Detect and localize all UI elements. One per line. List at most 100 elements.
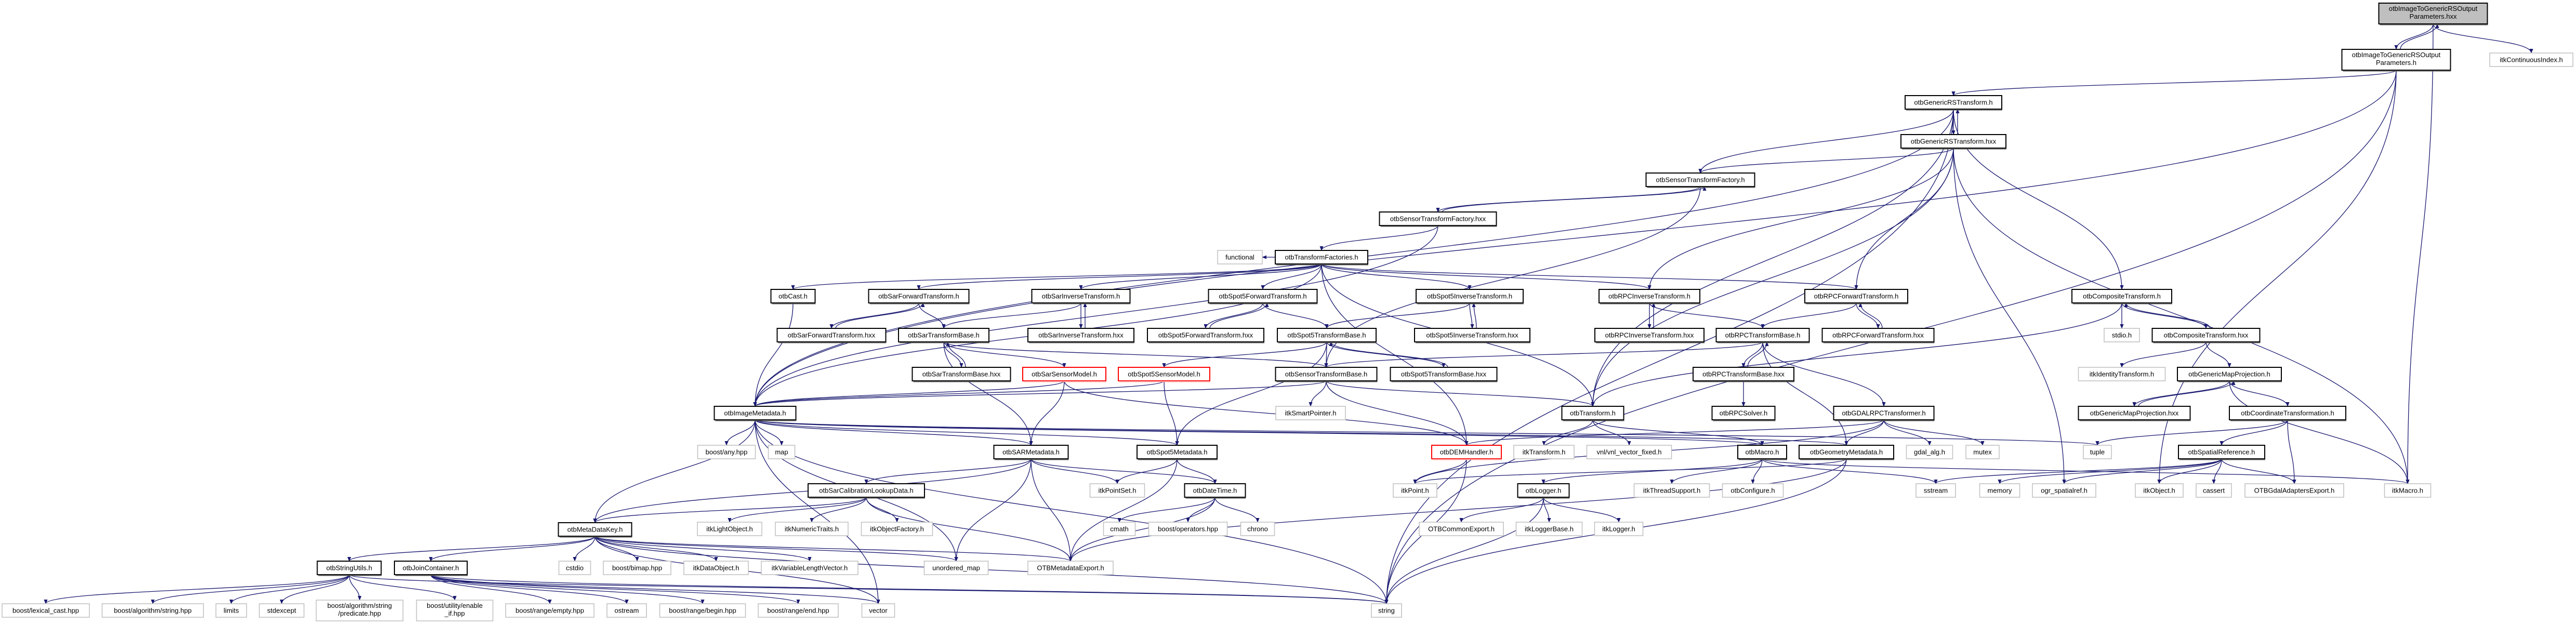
node-label: otbSarForwardTransform.h (878, 293, 959, 300)
edge-otbsensortransformfactory-hxx-to-otbtransformfactories-h (1319, 225, 1438, 251)
node-otbsartransformbase-h[interactable]: otbSarTransformBase.h (898, 328, 989, 343)
node-otbjoincontainer-h[interactable]: otbJoinContainer.h (394, 561, 468, 576)
node-otbsensortransformbase-h[interactable]: otbSensorTransformBase.h (1275, 367, 1378, 382)
node-otbspatialreference-h[interactable]: otbSpatialReference.h (2178, 445, 2265, 460)
node-itkpoint-h: itkPoint.h (1393, 483, 1437, 498)
node-otbspot5sensormodel-h[interactable]: otbSpot5SensorModel.h (1118, 367, 1210, 382)
node-label: /predicate.hpp (338, 609, 381, 617)
node-box (808, 483, 925, 498)
node-box (1371, 603, 1402, 618)
node-otbspot5inversetransform-h[interactable]: otbSpot5InverseTransform.h (1416, 289, 1524, 304)
node-label: otbRPCTransformBase.h (1725, 331, 1801, 339)
node-otbtransformfactories-h[interactable]: otbTransformFactories.h (1275, 250, 1368, 265)
node-otbcompositetransform-h[interactable]: otbCompositeTransform.h (2071, 289, 2172, 304)
node-box (1277, 328, 1377, 342)
edge-otbsartransformbase-h-to-otbsartransformbase-hxx (943, 341, 963, 368)
node-otbtransform-h[interactable]: otbTransform.h (1561, 406, 1624, 421)
node-otbrpctransformbase-hxx[interactable]: otbRPCTransformBase.hxx (1693, 367, 1794, 382)
node-itkloggerbase-h: itkLoggerBase.h (1515, 522, 1583, 536)
node-otbdatetime-h[interactable]: otbDateTime.h (1184, 483, 1246, 499)
node-otbspot5forwardtransform-h[interactable]: otbSpot5ForwardTransform.h (1208, 289, 1318, 304)
node-otbsartransformbase-hxx[interactable]: otbSarTransformBase.hxx (911, 367, 1011, 382)
node-label: chrono (1247, 525, 1268, 533)
node-otblogger-h[interactable]: otbLogger.h (1517, 483, 1570, 499)
node-otbstringutils-h[interactable]: otbStringUtils.h (316, 561, 382, 576)
node-otbrpctransformbase-h[interactable]: otbRPCTransformBase.h (1715, 328, 1810, 343)
node-box (768, 445, 796, 459)
node-otbmacro-h[interactable]: otbMacro.h (1737, 445, 1787, 460)
node-box (1147, 328, 1264, 342)
node-otbsarforwardtransform-hxx[interactable]: otbSarForwardTransform.hxx (776, 328, 887, 343)
node-otbgenericrstransform-hxx[interactable]: otbGenericRSTransform.hxx (1900, 134, 2006, 150)
node-box (2341, 49, 2451, 71)
edge-otbspot5metadata-h-to-itkpointset-h (1115, 458, 1178, 484)
node-label: map (775, 448, 788, 456)
node-label: otbSARMetadata.h (1002, 448, 1060, 456)
node-label: otbSpot5TransformBase.hxx (1401, 370, 1487, 378)
node-otbspot5transformbase-hxx[interactable]: otbSpot5TransformBase.hxx (1390, 367, 1498, 382)
edge-otbcoordinatetransformation-h-to-tuple (2095, 419, 2288, 446)
edge-otbspot5inversetransform-h-to-otbspot5inversetransform-hxx (1469, 302, 1474, 329)
node-box (416, 600, 494, 621)
node-otbspot5metadata-h[interactable]: otbSpot5Metadata.h (1137, 445, 1218, 460)
node-box (2151, 328, 2261, 342)
node-otbsensortransformfactory-h[interactable]: otbSensorTransformFactory.h (1645, 172, 1755, 188)
edge-otbrpctransformbase-h-to-otbsensortransformbase-h (1324, 341, 1763, 368)
node-otbrpcforwardtransform-h[interactable]: otbRPCForwardTransform.h (1804, 289, 1908, 304)
node-box (2083, 445, 2112, 459)
edge-otbmetadatakey-h-to-itkdataobject-h (595, 536, 718, 562)
edge-otbsensortransformfactory-hxx-to-otbimagemetadata-h (753, 225, 1438, 407)
node-otbrpcinversetransform-h[interactable]: otbRPCInverseTransform.h (1599, 289, 1700, 304)
edge-otbmetadatakey-h-to-otbjoincontainer-h (429, 536, 596, 562)
node-otbsarinversetransform-hxx[interactable]: otbSarInverseTransform.hxx (1027, 328, 1134, 343)
node-otbcast-h[interactable]: otbCast.h (770, 289, 816, 304)
node-otbspot5forwardtransform-hxx[interactable]: otbSpot5ForwardTransform.hxx (1147, 328, 1264, 343)
node-otbsensortransformfactory-hxx[interactable]: otbSensorTransformFactory.hxx (1379, 211, 1497, 227)
node-otbgenericmapprojection-h[interactable]: otbGenericMapProjection.h (2177, 367, 2282, 382)
node-label: boost/any.hpp (706, 448, 748, 456)
edge-otbmetadatakey-h-to-otbmetadataexport-h (595, 536, 1073, 562)
edge-otbrpctransformbase-hxx-to-otbrpctransformbase-h (1747, 341, 1769, 368)
node-box (1137, 445, 1218, 459)
node-label: boost/algorithm/string.hpp (114, 607, 192, 615)
node-otbmetadatakey-h[interactable]: otbMetaDataKey.h (558, 522, 632, 538)
node-otbcompositetransform-hxx[interactable]: otbCompositeTransform.hxx (2151, 328, 2261, 343)
node-otbdemhandler-h[interactable]: otbDEMHandler.h (1431, 445, 1502, 460)
node-label: functional (1225, 254, 1254, 261)
node-label: itkContinuousIndex.h (2500, 56, 2562, 64)
node-box (2384, 483, 2432, 498)
edge-otbstringutils-h-to-boost-lexical-cast-hpp (44, 574, 350, 604)
edge-otbtransformfactories-h-to-otbspot5inversetransform-h (1321, 263, 1472, 290)
node-otbsarmetadata-h[interactable]: otbSARMetadata.h (993, 445, 1069, 460)
node-label: itkLoggerBase.h (1525, 525, 1574, 533)
node-otbsarsensormodel-h[interactable]: otbSarSensorModel.h (1022, 367, 1106, 382)
node-map: map (768, 445, 796, 459)
node-otbsarforwardtransform-h[interactable]: otbSarForwardTransform.h (868, 289, 970, 304)
node-label: otbRPCInverseTransform.h (1608, 293, 1690, 300)
node-limits: limits (215, 603, 247, 618)
node-otbimagemetadata-h[interactable]: otbImageMetadata.h (714, 406, 797, 421)
edge-otbtransform-h-to-itktransform-h (1542, 419, 1593, 446)
node-otbspot5transformbase-h[interactable]: otbSpot5TransformBase.h (1277, 328, 1377, 343)
edge-otbstringutils-h-to-boost-algorithm-string-hpp (151, 574, 350, 604)
edge-otbrpctransformbase-h-to-otbrpctransformbase-hxx (1741, 341, 1763, 368)
node-label: otbStringUtils.h (326, 564, 372, 572)
node-otbrpcforwardtransform-hxx[interactable]: otbRPCForwardTransform.hxx (1821, 328, 1935, 343)
node-box (1419, 522, 1504, 536)
node-otbspot5inversetransform-hxx[interactable]: otbSpot5InverseTransform.hxx (1414, 328, 1530, 343)
node-otbgenericmapprojection-hxx[interactable]: otbGenericMapProjection.hxx (2078, 406, 2191, 421)
node-otbrpcinversetransform-hxx[interactable]: otbRPCInverseTransform.hxx (1594, 328, 1705, 343)
node-otbsarinversetransform-h[interactable]: otbSarInverseTransform.h (1031, 289, 1131, 304)
node-otbrpcsolver-h[interactable]: otbRPCSolver.h (1711, 406, 1776, 421)
node-otbgenericrstransform-h[interactable]: otbGenericRSTransform.h (1905, 95, 2002, 111)
node-otbsarcalibrationlookupdata-h[interactable]: otbSarCalibrationLookupData.h (808, 483, 925, 499)
node-box (697, 522, 762, 536)
node-otbcoordinatetransformation-h[interactable]: otbCoordinateTransformation.h (2229, 406, 2346, 421)
edge-otbdatetime-h-to-otbmetadataexport-h (1068, 497, 1216, 562)
node-box (775, 522, 849, 536)
node-otbgeometrymetadata-h[interactable]: otbGeometryMetadata.h (1799, 445, 1894, 460)
node-otbgdalrpctransformer-h[interactable]: otbGDALRPCTransformer.h (1833, 406, 1935, 421)
edge-otbsarmetadata-h-to-unordered-map (954, 458, 1032, 562)
